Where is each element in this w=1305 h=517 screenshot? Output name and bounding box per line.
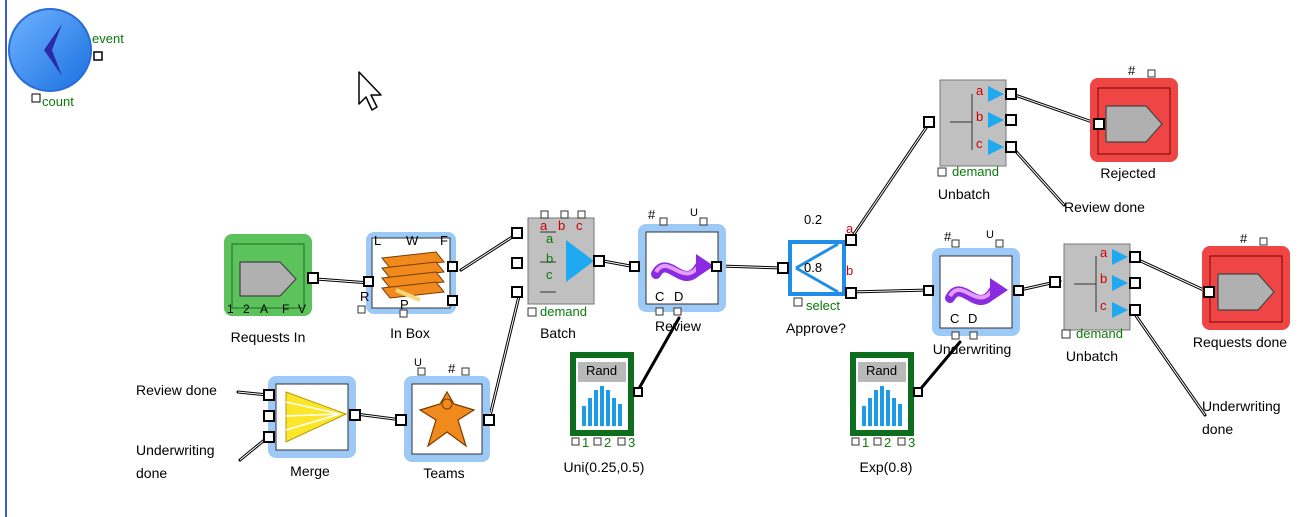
rejected-port-hash: #	[1128, 63, 1136, 78]
rand-exp-label: Exp(0.8)	[859, 459, 913, 475]
underwriting-port-u: U	[986, 229, 994, 241]
unbatch-bottom-port-a: a	[1100, 245, 1108, 260]
teams-block[interactable]	[395, 367, 495, 462]
unbatch-top-port-a: a	[976, 83, 984, 98]
in-box-label: In Box	[390, 325, 430, 341]
rand-exp-title: Rand	[866, 363, 898, 378]
requests-in-port-f: F	[282, 302, 290, 316]
approve-label: Approve?	[786, 320, 846, 336]
requests-done-port-hash: #	[1240, 231, 1248, 246]
requests-in-port-2: 2	[243, 302, 250, 316]
batch-label: Batch	[540, 325, 576, 341]
underwriting-done-label-left-2: done	[136, 465, 168, 481]
count-label: count	[42, 94, 74, 109]
underwriting-port-d: D	[968, 311, 978, 326]
in-box-block[interactable]	[357, 232, 458, 318]
review-block[interactable]	[629, 217, 726, 316]
rejected-label: Rejected	[1100, 165, 1156, 181]
batch-demand: demand	[540, 304, 587, 319]
rand-uni-port-2: 2	[604, 435, 612, 450]
rand-uni-port-1: 1	[582, 435, 590, 450]
unbatch-bottom-block[interactable]	[1049, 243, 1141, 339]
batch-port-a: a	[546, 231, 554, 246]
review-label: Review	[655, 318, 701, 334]
review-port-c: C	[655, 289, 665, 304]
review-port-hash: #	[648, 207, 656, 222]
teams-label: Teams	[423, 465, 465, 481]
unbatch-bottom-label: Unbatch	[1065, 348, 1119, 364]
merge-block[interactable]	[263, 376, 361, 458]
underwriting-label: Underwriting	[932, 341, 1012, 357]
approve-prob-bottom: 0.8	[804, 260, 823, 275]
unbatch-top-port-b: b	[976, 109, 984, 124]
underwriting-port-c: C	[950, 311, 960, 326]
review-port-d: D	[674, 289, 684, 304]
batch-port-a-red: a	[540, 218, 548, 233]
requests-in-port-1: 1	[227, 302, 234, 316]
in-box-port-w: W	[406, 233, 419, 248]
underwriting-done-label-left-1: Underwriting	[136, 442, 215, 458]
rejected-exit-block[interactable]	[1090, 69, 1178, 162]
batch-port-b: b	[546, 251, 554, 266]
in-box-port-l: L	[374, 233, 382, 248]
requests-done-label: Requests done	[1192, 334, 1288, 350]
unbatch-bottom-port-b: b	[1100, 271, 1108, 286]
approve-out-b: b	[846, 263, 854, 278]
batch-port-c-red: c	[576, 218, 583, 233]
executive-clock-icon[interactable]	[8, 8, 103, 103]
in-box-port-r: R	[360, 289, 370, 304]
wire-rand-review	[635, 316, 681, 394]
underwriting-done-label-right-1: Underwriting	[1202, 398, 1281, 414]
merge-label: Merge	[290, 463, 330, 479]
rand-exp-block[interactable]	[850, 352, 923, 446]
approve-out-a: a	[846, 221, 854, 236]
unbatch-bottom-demand: demand	[1076, 326, 1123, 341]
teams-port-hash: #	[448, 361, 456, 376]
unbatch-top-port-c: c	[976, 136, 983, 151]
requests-in-block[interactable]	[224, 234, 319, 316]
review-done-label-left: Review done	[136, 382, 217, 398]
event-label: event	[92, 31, 124, 46]
approve-select-block[interactable]	[777, 234, 857, 307]
rand-exp-port-2: 2	[884, 435, 892, 450]
wire-rand-underwriting	[916, 340, 962, 394]
unbatch-bottom-port-c: c	[1100, 298, 1107, 313]
review-done-label-top: Review done	[1064, 199, 1145, 215]
batch-block[interactable]	[511, 210, 605, 317]
batch-port-c: c	[546, 267, 553, 282]
batch-port-b-red: b	[558, 218, 566, 233]
in-box-port-f: F	[440, 233, 448, 248]
underwriting-done-label-right-2: done	[1202, 421, 1234, 437]
underwriting-block[interactable]	[923, 239, 1024, 340]
underwriting-port-hash: #	[944, 229, 952, 244]
unbatch-top-demand: demand	[952, 164, 999, 179]
in-box-port-p: P	[400, 297, 409, 312]
rand-uni-title: Rand	[586, 363, 618, 378]
teams-port-u: U	[414, 357, 422, 369]
requests-in-label: Requests In	[230, 329, 306, 345]
requests-done-exit-block[interactable]	[1202, 237, 1290, 330]
rand-uni-port-3: 3	[628, 435, 636, 450]
unbatch-top-block[interactable]	[923, 79, 1017, 177]
unbatch-top-label: Unbatch	[937, 186, 991, 202]
approve-prob-top: 0.2	[804, 212, 823, 227]
requests-in-port-v: V	[298, 302, 307, 316]
approve-select: select	[806, 298, 840, 313]
requests-in-port-a: A	[260, 302, 269, 316]
rand-exp-port-1: 1	[862, 435, 870, 450]
mouse-pointer-icon	[358, 71, 382, 111]
rand-exp-port-3: 3	[908, 435, 916, 450]
rand-uni-block[interactable]	[570, 352, 643, 446]
review-port-u: U	[690, 207, 698, 219]
rand-uni-label: Uni(0.25,0.5)	[563, 459, 645, 475]
